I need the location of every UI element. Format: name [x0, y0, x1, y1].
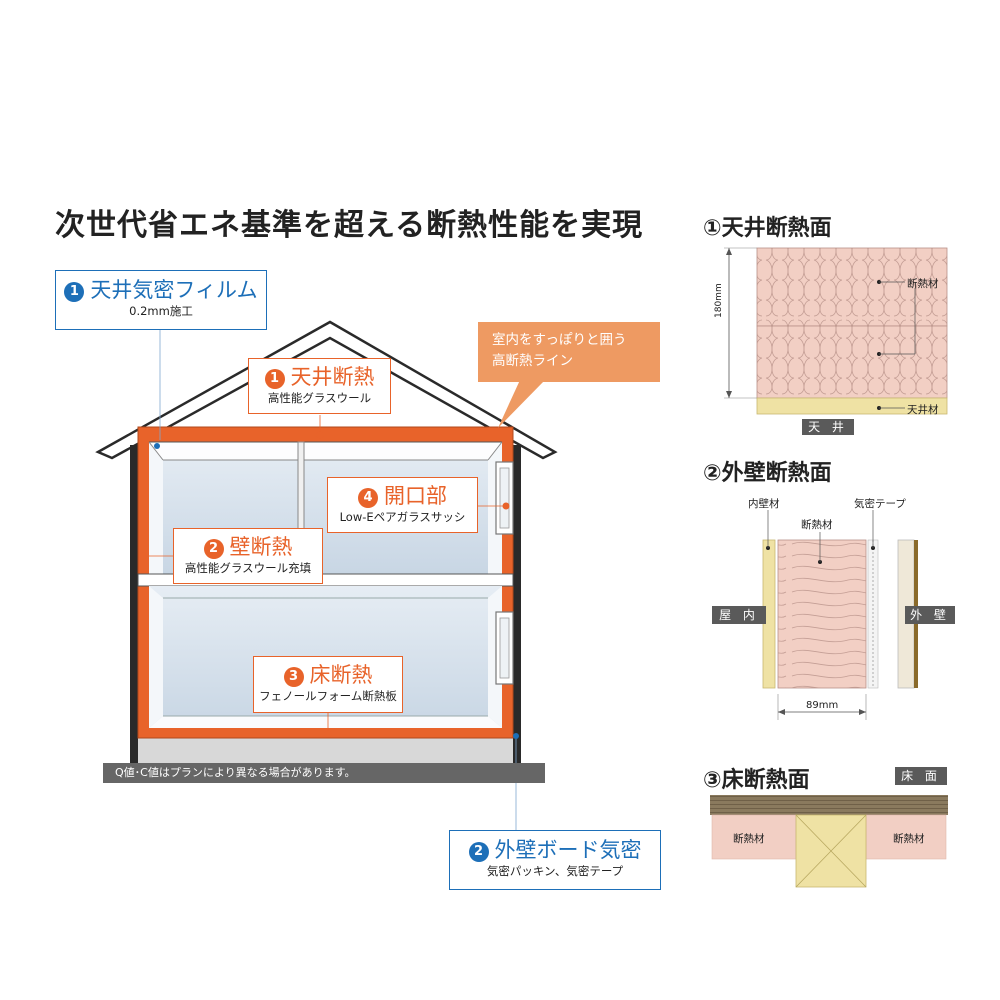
number-badge: 2 [468, 842, 489, 862]
upper-room-left [149, 442, 163, 574]
callout-opening: 4 開口部 Low-Eペアガラスサッシ [327, 477, 478, 533]
callout-main: 壁断熱 [229, 535, 293, 559]
dot-ceiling-film [154, 443, 160, 449]
dot-floor-insul [324, 730, 332, 738]
wall-dim-label: 89mm [806, 700, 839, 711]
callout-main: 開口部 [384, 484, 447, 508]
number-badge: 2 [203, 539, 224, 559]
section-title-floor: ③床断熱面 [703, 768, 810, 793]
callout-main: 外壁ボード気密 [494, 838, 642, 862]
floor-insulation-left-label: 断熱材 [733, 833, 765, 845]
foundation [138, 738, 513, 764]
bubble-pointer [498, 380, 545, 428]
dot-wall-board [513, 733, 519, 739]
number-badge: 4 [358, 488, 378, 508]
note-bar: Q値･C値はプランにより異なる場合があります。 [103, 763, 545, 783]
dot-wall-insul [139, 552, 147, 560]
callout-main: 床断熱 [309, 663, 373, 687]
wall-insulation-label: 断熱材 [801, 519, 833, 531]
upper-room-ceiling [149, 442, 502, 460]
floor-surface-label: 床 面 [895, 767, 947, 785]
outside-label: 外 壁 [905, 606, 955, 624]
floor-insulation-left [711, 814, 797, 860]
number-badge: 3 [283, 667, 304, 687]
roof-outline [95, 320, 558, 460]
ceiling-material-label: 天井材 [907, 404, 939, 416]
dot-opening [502, 502, 510, 510]
callout-sub: フェノールフォーム断熱板 [259, 689, 397, 703]
bubble-line1: 室内をすっぽりと囲う [492, 332, 627, 348]
floor-board [710, 795, 948, 815]
number-badge: 1 [64, 282, 85, 302]
ceiling-label: 天 井 [802, 419, 854, 435]
callout-sub: 高性能グラスウール [267, 391, 372, 405]
callout-main: 天井断熱 [290, 365, 375, 389]
floor-insulation-right-label: 断熱材 [893, 833, 925, 845]
inner-wall-label: 内壁材 [748, 498, 780, 510]
ceiling-board [756, 397, 948, 415]
ceiling-insulation-label: 断熱材 [907, 278, 939, 290]
wall-insulation [777, 539, 867, 689]
wall-section-figure [762, 510, 918, 720]
airtight-tape-label: 気密テープ [854, 498, 906, 510]
inside-label: 屋 内 [712, 606, 766, 624]
callout-sub: Low-Eペアガラスサッシ [339, 510, 466, 524]
high-insulation-bubble: 室内をすっぽりと囲う 高断熱ライン [478, 322, 660, 382]
dot-ceiling-insul [316, 431, 324, 439]
outer-wall-left [130, 445, 138, 765]
number-badge: 1 [264, 369, 285, 389]
callout-sub: 高性能グラスウール充填 [184, 561, 312, 575]
callout-sub: 気密パッキン、気密テープ [486, 864, 624, 878]
page-title: 次世代省エネ基準を超える断熱性能を実現 [55, 208, 644, 243]
ceiling-dim-label: 180mm [714, 283, 724, 318]
callout-main: 天井気密フィルム [90, 278, 258, 302]
ceiling-insulation-lower [756, 325, 948, 399]
floor-section-figure [710, 795, 948, 888]
section-title-wall: ②外壁断熱面 [703, 461, 832, 486]
callout-sub: 0.2mm施工 [129, 304, 193, 318]
floor-insulation-right [865, 814, 947, 860]
bubble-line2: 高断熱ライン [492, 353, 573, 369]
ceiling-section-figure [724, 247, 948, 415]
section-title-ceiling: ①天井断熱面 [703, 216, 832, 241]
outer-wall-right [513, 445, 521, 765]
